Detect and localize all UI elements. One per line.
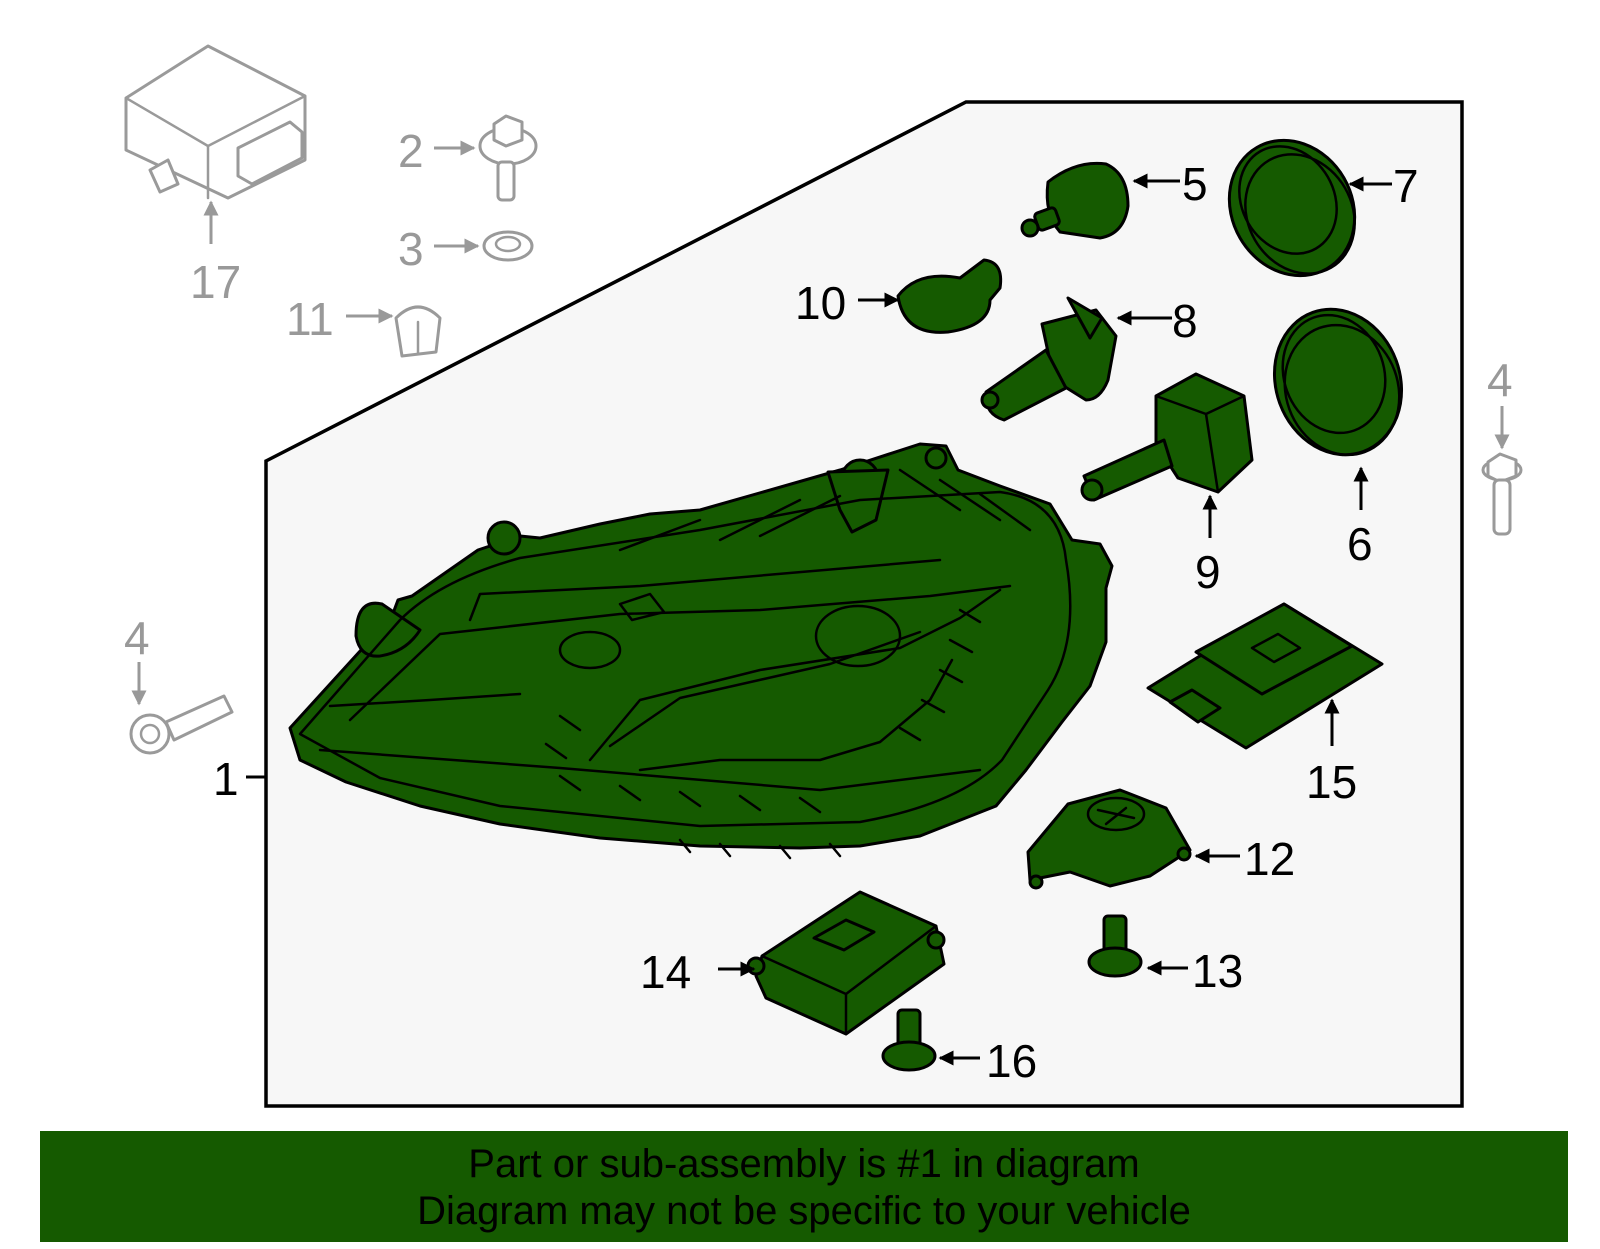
callout-6: 6	[1347, 518, 1373, 570]
callout-17: 17	[190, 256, 241, 308]
part-7-cap	[1227, 138, 1357, 278]
callout-10: 10	[795, 277, 846, 329]
callout-3: 3	[398, 223, 424, 275]
part-3-nut	[482, 230, 534, 262]
part-15-control-unit	[1146, 602, 1384, 750]
footer-banner: Part or sub-assembly is #1 in diagram Di…	[40, 1131, 1568, 1242]
part-14-ballast	[746, 890, 946, 1036]
part-12-igniter	[1026, 788, 1192, 890]
part-17-module	[124, 44, 307, 200]
part-9-xenon-bulb	[1080, 372, 1254, 502]
part-8-bulb	[980, 296, 1118, 422]
part-5-bulb	[1020, 161, 1130, 240]
part-10-bulb	[896, 258, 1003, 334]
part-13-screw	[1087, 914, 1143, 978]
callout-8: 8	[1172, 295, 1198, 347]
footer-line-2: Diagram may not be specific to your vehi…	[417, 1189, 1191, 1233]
footer-line-1: Part or sub-assembly is #1 in diagram	[468, 1142, 1140, 1186]
callout-9: 9	[1195, 546, 1221, 598]
callout-7: 7	[1393, 160, 1419, 212]
parts-diagram: 17 2 3 11 4 4	[124, 44, 1523, 1108]
callout-4-left: 4	[124, 612, 150, 664]
callout-15: 15	[1306, 756, 1357, 808]
callout-11: 11	[286, 293, 334, 345]
callout-5: 5	[1182, 158, 1208, 210]
part-16-screw	[881, 1008, 937, 1072]
part-4-bolt-left	[129, 694, 234, 755]
part-11-clip	[394, 305, 442, 358]
callout-1: 1	[213, 753, 239, 805]
part-6-cap	[1272, 307, 1404, 457]
callout-16: 16	[986, 1035, 1037, 1087]
callout-2: 2	[398, 125, 424, 177]
part-2-bolt	[478, 114, 538, 202]
callout-4-right: 4	[1487, 354, 1513, 406]
part-4-bolt-right	[1481, 452, 1523, 536]
callout-13: 13	[1192, 945, 1243, 997]
part-1-headlamp-assembly	[288, 442, 1114, 860]
callout-12: 12	[1244, 833, 1295, 885]
callout-14: 14	[640, 946, 691, 998]
